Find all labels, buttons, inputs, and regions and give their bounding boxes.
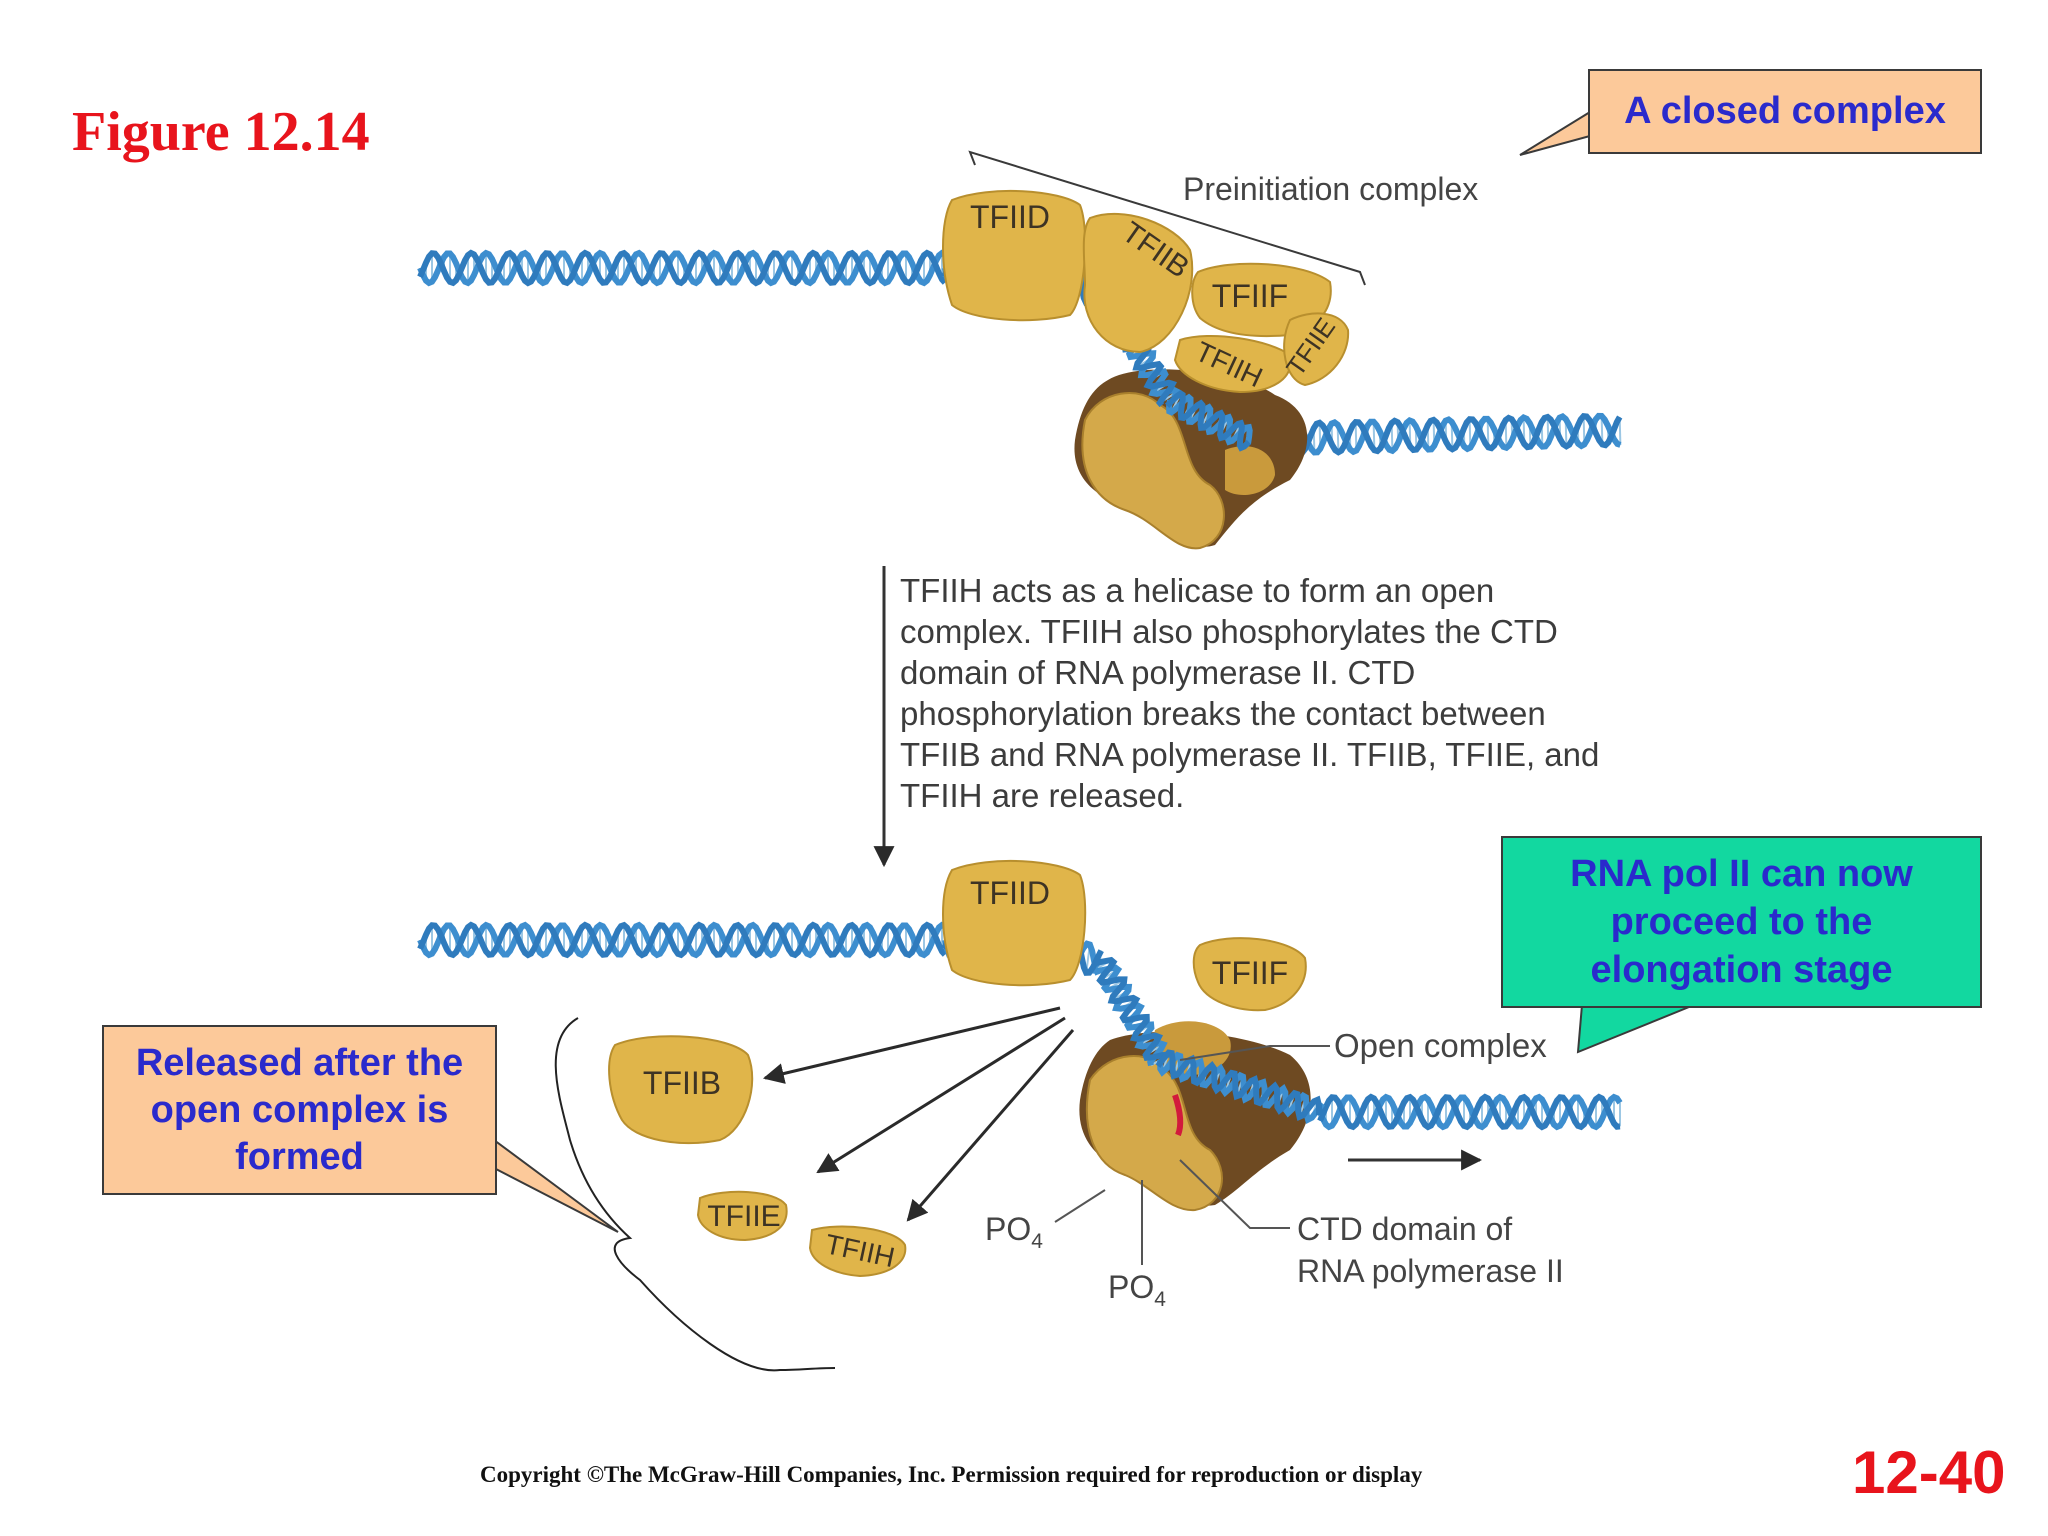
slide-number: 12-40 [1852,1439,2006,1506]
ctd-label-line2: RNA polymerase II [1297,1253,1564,1289]
tfiid-bottom: TFIID [942,859,1087,987]
dna-top-left [417,249,948,287]
open-complex-label: Open complex [1334,1027,1547,1064]
po4-label-bottom: PO4 [1108,1180,1166,1311]
release-arrows [762,1006,1075,1222]
open-complex-annotation: Open complex [1179,1027,1547,1064]
svg-text:PO4: PO4 [985,1211,1043,1253]
dna-bottom-left [417,921,948,959]
tfiib-released-label: TFIIB [643,1065,721,1101]
tfiie-top: TFIIE [1280,312,1350,387]
copyright-notice: Copyright ©The McGraw-Hill Companies, In… [480,1462,1423,1487]
ctd-annotation: CTD domain of RNA polymerase II [1179,1159,1564,1289]
release-arrow-tfiie [816,1016,1066,1174]
tfiif-bottom: TFIIF [1192,937,1307,1012]
closed-callout-pointer [1519,110,1591,156]
rna-polymerase-ii-bottom [1079,1021,1311,1212]
released-callout: Released after the open complex is forme… [102,1025,497,1195]
tfiib-released: TFIIB [608,1035,754,1145]
tfiid-bottom-label: TFIID [970,875,1050,911]
dna-bottom-right [1317,1093,1623,1131]
tfiie-released-label: TFIIE [707,1200,780,1233]
rna-polymerase-ii-top [1074,369,1308,550]
tfiih-top: TFIIH [1173,334,1292,393]
svg-text:PO4: PO4 [1108,1269,1166,1311]
release-arrow-tfiib [762,1006,1061,1084]
preinitiation-bracket: Preinitiation complex [968,150,1478,286]
elongation-callout-pointer [1576,1003,1695,1054]
released-curly-brace [554,1017,836,1372]
tfiid-top-label: TFIID [970,199,1050,235]
figure-title: Figure 12.14 [72,101,370,163]
arrow-caption: TFIIH acts as a helicase to form an open… [900,572,1600,814]
tfiif-top: TFIIF [1191,262,1332,338]
tfiid-top: TFIID [942,189,1087,322]
tfiif-bottom-label: TFIIF [1212,955,1288,991]
tfiif-top-label: TFIIF [1212,278,1288,314]
closed-complex-callout: A closed complex [1588,69,1982,154]
tfiib-top: TFIIB [1082,213,1195,354]
po4-label-left: PO4 [985,1189,1106,1253]
ctd-label-line1: CTD domain of [1297,1211,1512,1247]
tfiie-released: TFIIE [696,1190,788,1242]
release-arrow-tfiih [906,1029,1075,1222]
preinitiation-label: Preinitiation complex [1183,171,1478,207]
tfiih-released: TFIIH [808,1225,907,1278]
released-callout-pointer [493,1138,619,1233]
elongation-callout: RNA pol II can now proceed to the elonga… [1501,836,1982,1008]
